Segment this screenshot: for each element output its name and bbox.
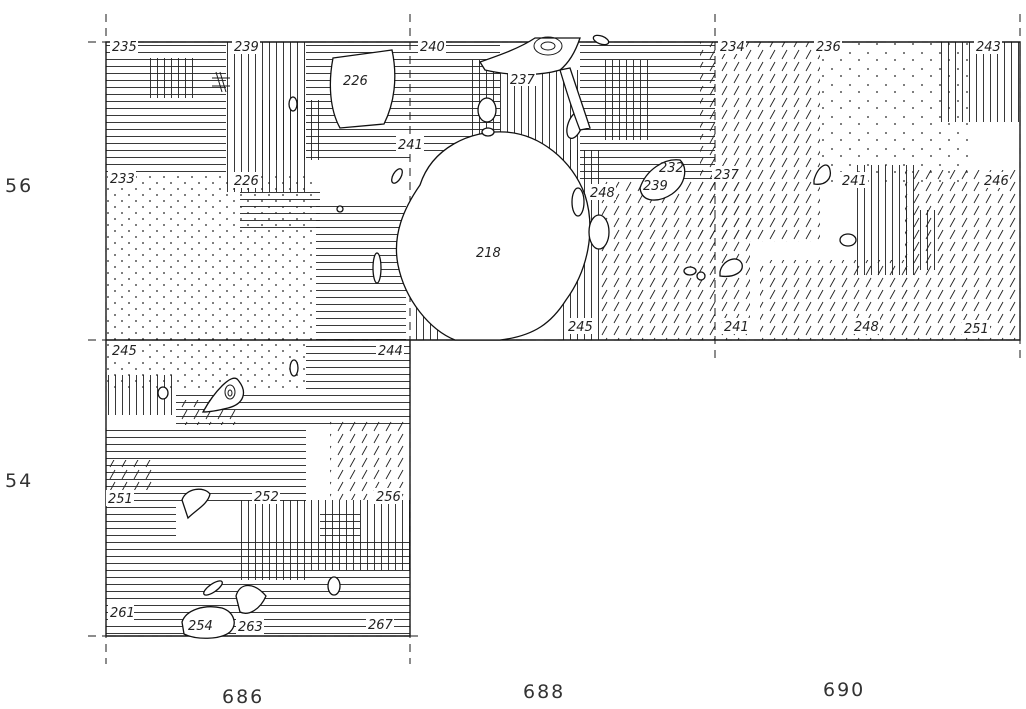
stone-label: 254 <box>188 619 213 634</box>
stone-label: 226 <box>343 74 368 89</box>
stone-218 <box>395 131 591 341</box>
stone-label: 239 <box>643 179 668 194</box>
stone-small <box>839 233 857 247</box>
stone-small <box>592 34 610 46</box>
elevation-label: 237 <box>510 73 536 88</box>
stone-small <box>157 386 169 400</box>
stone-226 <box>329 49 396 129</box>
grid-label-x-688: 688 <box>523 681 565 703</box>
elevation-label: 237 <box>714 168 740 183</box>
elevation-label: 263 <box>238 620 263 635</box>
elevation-label: 251 <box>108 492 133 507</box>
stone-small <box>181 488 211 520</box>
stone-small <box>227 389 233 397</box>
stone-small <box>327 576 341 596</box>
stones <box>157 34 857 639</box>
stone-small <box>336 205 344 213</box>
grid-label-x-690: 690 <box>823 679 865 701</box>
elevation-label: 245 <box>568 320 593 335</box>
stone-small <box>224 384 236 400</box>
elevation-label: 252 <box>254 490 279 505</box>
stone-254 <box>181 606 235 639</box>
elevation-labels: 235 239 240 237 234 236 243 241 233 226 … <box>106 38 1010 635</box>
elevation-label: 248 <box>590 186 615 201</box>
elevation-label: 235 <box>112 40 137 55</box>
stone-labels: 226 218 232 239 254 <box>188 74 684 634</box>
stone-small <box>683 266 697 276</box>
stone-small <box>391 168 403 184</box>
hatch-fields <box>106 40 1020 635</box>
stone-small <box>719 258 743 278</box>
stone-small <box>813 164 832 185</box>
grid-label-y-54: 54 <box>5 470 33 492</box>
elevation-label: 241 <box>842 174 867 189</box>
stone-small <box>477 97 497 123</box>
elevation-label: 236 <box>816 40 841 55</box>
stone-small <box>203 580 223 596</box>
feature-contour <box>533 36 563 56</box>
elevation-label: 226 <box>234 174 259 189</box>
stone-small <box>571 187 585 217</box>
elevation-label: 261 <box>110 606 135 621</box>
elevation-label: 240 <box>420 40 445 55</box>
elevation-label: 241 <box>724 320 749 335</box>
elevation-label: 246 <box>984 174 1009 189</box>
grid-coordinates: 56 54 686 688 690 <box>5 175 865 708</box>
grid-label-y-56: 56 <box>5 175 33 197</box>
elevation-label: 251 <box>964 322 989 337</box>
stone-small <box>372 252 382 284</box>
stone-small <box>235 584 267 614</box>
feature-contour <box>540 41 556 51</box>
stone-232-239 <box>639 159 686 201</box>
stone-small <box>588 214 610 250</box>
stone-small <box>288 96 298 112</box>
elevation-label: 256 <box>376 490 401 505</box>
elevation-label: 233 <box>110 172 135 187</box>
stone-small <box>481 127 495 137</box>
elevation-label: 244 <box>378 344 403 359</box>
stone-label: 218 <box>476 246 501 261</box>
bone-mark <box>212 71 230 93</box>
elevation-label: 248 <box>854 320 879 335</box>
stone-small <box>289 359 299 377</box>
elevation-label: 239 <box>234 40 259 55</box>
elevation-label: 267 <box>368 618 394 633</box>
elevation-label: 234 <box>720 40 745 55</box>
stone-small <box>696 271 706 281</box>
elevation-label: 245 <box>112 344 137 359</box>
elevation-label: 241 <box>398 138 423 153</box>
stone-label: 232 <box>659 161 684 176</box>
elevation-label: 243 <box>976 40 1001 55</box>
grid-label-x-686: 686 <box>222 686 264 708</box>
feature-root <box>559 67 591 131</box>
